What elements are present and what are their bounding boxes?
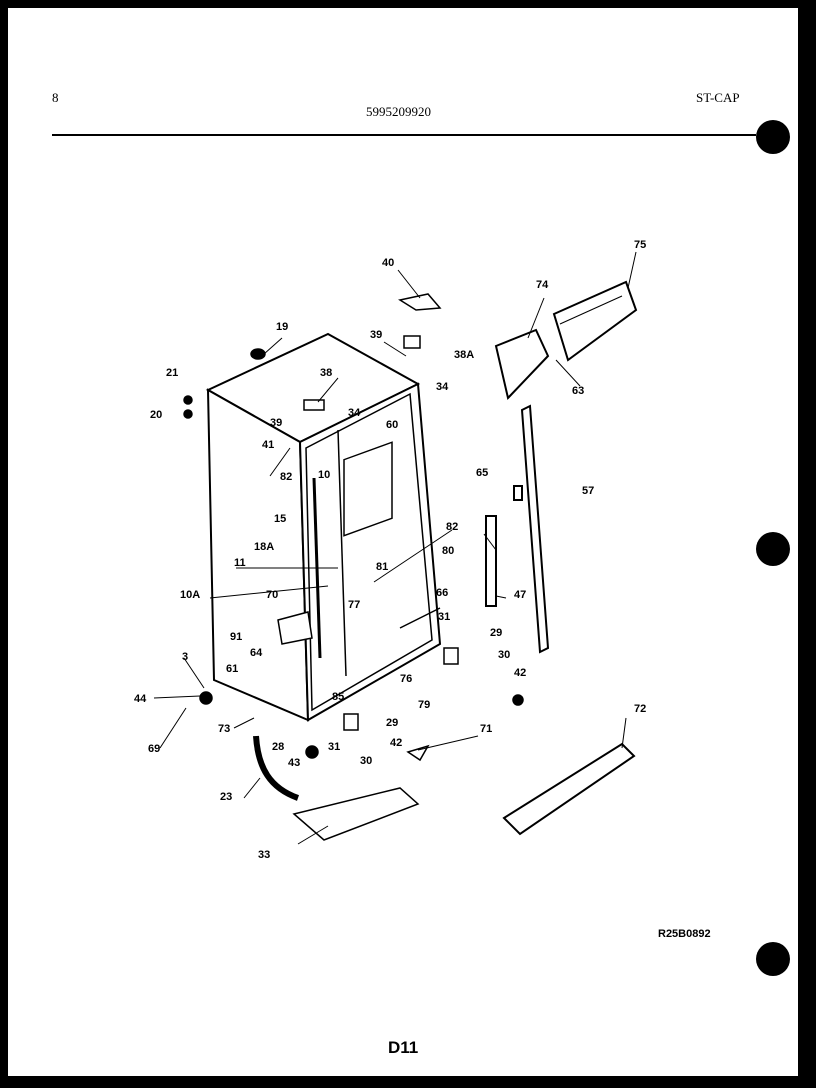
callout-label: 31 xyxy=(328,741,340,753)
callout-labels: 40 75 74 19 39 38A 34 63 21 38 20 39 34 … xyxy=(134,239,646,861)
callout-label: 39 xyxy=(270,417,282,429)
page-label: D11 xyxy=(388,1038,419,1057)
callout-label: 47 xyxy=(514,589,526,601)
callout-label: 15 xyxy=(274,513,286,525)
callout-label: 74 xyxy=(536,279,549,291)
callout-label: 20 xyxy=(150,409,162,421)
callout-label: 81 xyxy=(376,561,388,573)
leader-lines xyxy=(153,251,637,845)
callout-label: 39 xyxy=(370,329,382,341)
callout-label: 38 xyxy=(320,367,332,379)
callout-label: 43 xyxy=(288,757,300,769)
callout-label: 60 xyxy=(386,419,398,431)
cabinet xyxy=(205,332,442,722)
callout-label: 10 xyxy=(318,469,330,481)
callout-label: 34 xyxy=(348,407,361,419)
callout-label: 33 xyxy=(258,849,270,861)
callout-label: 11 xyxy=(234,557,246,569)
callout-label: 63 xyxy=(572,385,584,397)
callout-label: 82 xyxy=(280,471,292,483)
callout-label: 30 xyxy=(498,649,510,661)
callout-label: 85 xyxy=(332,691,344,703)
callout-label: 65 xyxy=(476,467,488,479)
callout-label: 3 xyxy=(182,651,188,663)
callout-label: 30 xyxy=(360,755,372,767)
callout-label: 31 xyxy=(438,611,450,623)
callout-label: 29 xyxy=(386,717,398,729)
callout-label: 71 xyxy=(480,723,492,735)
callout-label: 72 xyxy=(634,703,646,715)
exploded-view-drawing: 40 75 74 19 39 38A 34 63 21 38 20 39 34 … xyxy=(52,134,756,861)
callout-label: 77 xyxy=(348,599,360,611)
top-parts xyxy=(183,293,442,419)
parts-diagram-page: 8 5995209920 ST-CAP xyxy=(8,8,798,1076)
reference-code: R25B0892 xyxy=(658,928,711,940)
page-mark: 8 xyxy=(52,90,59,105)
callout-label: 76 xyxy=(400,673,412,685)
callout-label: 79 xyxy=(418,699,430,711)
model-code: ST-CAP xyxy=(696,90,740,105)
vertical-strips xyxy=(485,404,550,654)
callout-label: 42 xyxy=(390,737,402,749)
callout-label: 75 xyxy=(634,239,646,251)
callout-label: 61 xyxy=(226,663,238,675)
callout-label: 70 xyxy=(266,589,278,601)
callout-label: 29 xyxy=(490,627,502,639)
callout-label: 10A xyxy=(180,589,200,601)
callout-label: 42 xyxy=(514,667,526,679)
callout-label: 19 xyxy=(276,321,288,333)
callout-label: 44 xyxy=(134,693,147,705)
callout-label: 82 xyxy=(446,521,458,533)
callout-label: 28 xyxy=(272,741,284,753)
callout-label: 66 xyxy=(436,587,448,599)
callout-label: 80 xyxy=(442,545,454,557)
binder-hole-top xyxy=(756,120,790,154)
part-number: 5995209920 xyxy=(366,104,431,119)
callout-label: 73 xyxy=(218,723,230,735)
callout-label: 57 xyxy=(582,485,594,497)
binder-hole-bottom xyxy=(756,942,790,976)
callout-label: 69 xyxy=(148,743,160,755)
callout-label: 21 xyxy=(166,367,178,379)
callout-label: 64 xyxy=(250,647,263,659)
panels-upper-right xyxy=(494,280,638,401)
callout-label: 41 xyxy=(262,439,274,451)
lower-components xyxy=(199,611,636,841)
callout-label: 18A xyxy=(254,541,274,553)
callout-label: 40 xyxy=(382,257,394,269)
callout-label: 38A xyxy=(454,349,474,361)
callout-label: 34 xyxy=(436,381,449,393)
binder-hole-middle xyxy=(756,532,790,566)
callout-label: 91 xyxy=(230,631,242,643)
callout-label: 23 xyxy=(220,791,232,803)
